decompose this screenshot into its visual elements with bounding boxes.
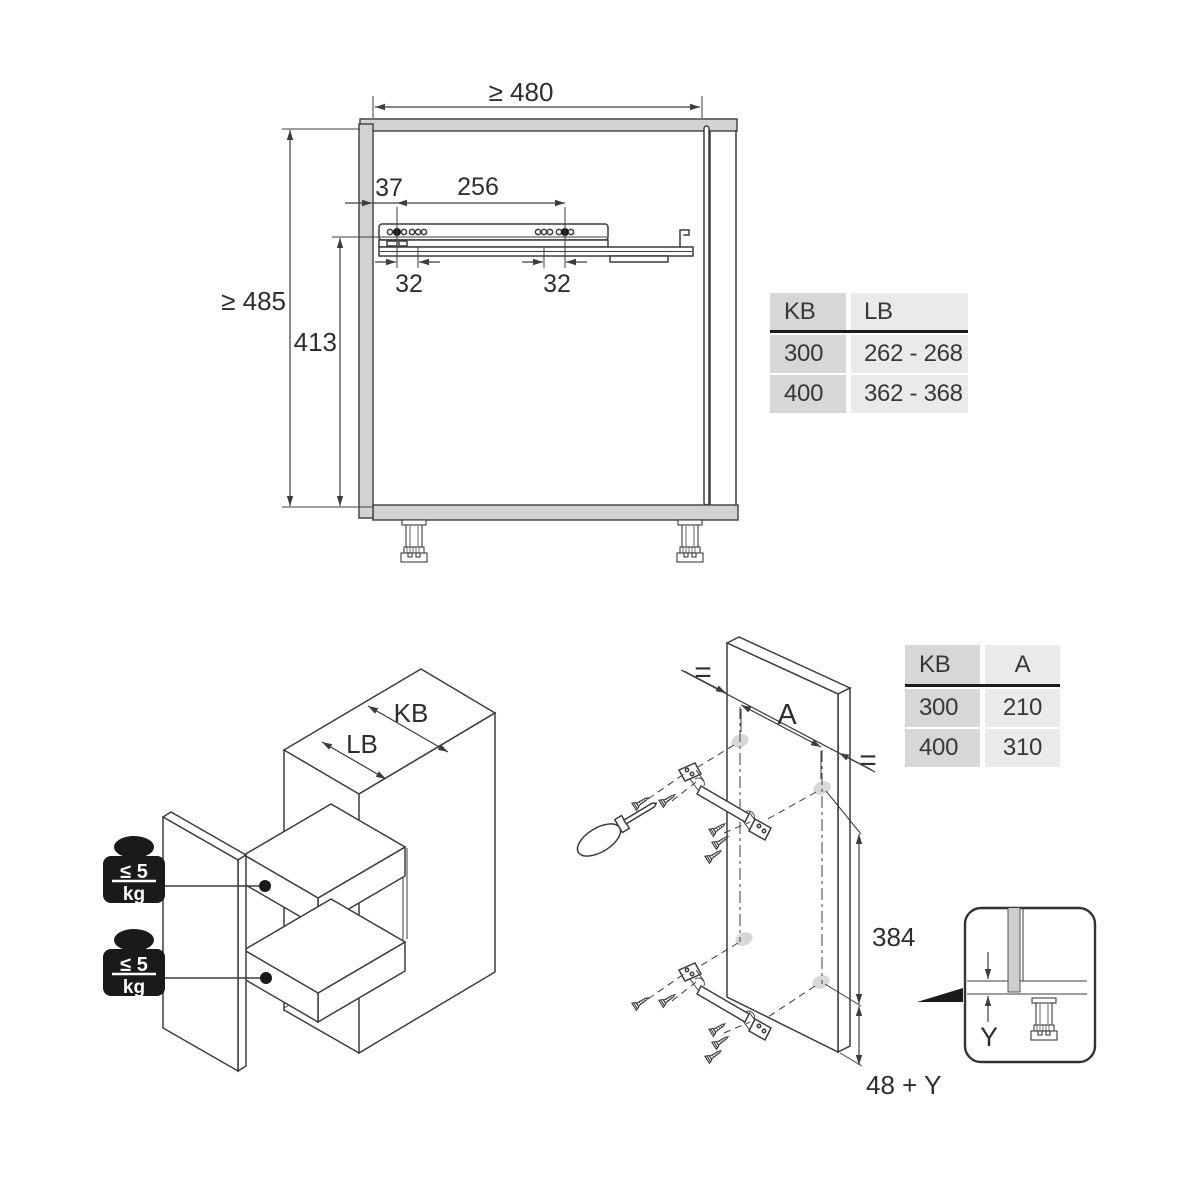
table-header-row: KB A bbox=[905, 645, 1060, 687]
runner-hook bbox=[679, 229, 690, 248]
front-panel-edge bbox=[358, 123, 374, 519]
pullout-door-3d bbox=[161, 811, 248, 1073]
leader-dot bbox=[260, 972, 272, 984]
clear-width-label: LB bbox=[346, 729, 378, 759]
foot-detail-callout: Y bbox=[917, 906, 1097, 1064]
dim-hole-pitch-left: 32 bbox=[395, 270, 423, 298]
dim-hole-pitch-right: 32 bbox=[543, 270, 571, 298]
front-panel-mounting-view: = = A 384 48 + Y bbox=[576, 636, 941, 1100]
load-limit-value: ≤ 5 bbox=[120, 861, 148, 883]
panel-dimensions: = = A 384 48 + Y bbox=[680, 656, 941, 1100]
column-header-kb: KB bbox=[905, 645, 980, 684]
dim-gap-y: Y bbox=[980, 1022, 998, 1052]
screw bbox=[708, 819, 728, 837]
dim-cabinet-width: ≥ 480 bbox=[489, 77, 554, 107]
runner-position-table: KB LB 300 262 - 268 400 362 - 368 bbox=[770, 293, 968, 413]
load-limit-unit: kg bbox=[123, 977, 145, 998]
table-row: 400 362 - 368 bbox=[770, 375, 968, 413]
dim-hole-span: 256 bbox=[457, 173, 499, 201]
a-value: 210 bbox=[985, 689, 1060, 727]
adjustable-foot-right bbox=[676, 519, 704, 563]
dim-front-offset: 37 bbox=[375, 174, 403, 202]
kb-value: 300 bbox=[905, 689, 980, 727]
dim-runner-height: 413 bbox=[294, 327, 337, 357]
screwdriver bbox=[576, 802, 658, 857]
cabinet-section-view: ≥ 480 ≥ 485 413 37 256 32 bbox=[221, 77, 739, 563]
weight-limit-icon-lower: ≤ 5 kg bbox=[103, 929, 272, 998]
leader-dot bbox=[259, 880, 271, 892]
mounting-bracket-assembly bbox=[631, 762, 772, 864]
section-dimensions: ≥ 480 ≥ 485 413 37 256 32 bbox=[221, 77, 703, 508]
load-limit-value: ≤ 5 bbox=[120, 954, 148, 976]
load-limit-unit: kg bbox=[123, 884, 145, 905]
dim-hole-distance-a: A bbox=[777, 699, 797, 731]
equal-spacing-right: = bbox=[859, 744, 877, 777]
cabinet-carcase bbox=[358, 118, 739, 521]
door-edge-detail bbox=[1007, 908, 1021, 993]
column-header-a: A bbox=[985, 645, 1060, 684]
rear-runner-profile bbox=[703, 125, 710, 506]
table-row: 400 310 bbox=[905, 729, 1060, 767]
weight-limit-icon-upper: ≤ 5 kg bbox=[103, 836, 271, 905]
dim-bottom-offset: 48 + Y bbox=[866, 1070, 941, 1100]
callout-pointer bbox=[917, 988, 963, 1002]
screw bbox=[704, 846, 724, 864]
table-row: 300 262 - 268 bbox=[770, 335, 968, 373]
equal-spacing-left: = bbox=[694, 656, 712, 689]
table-row: 300 210 bbox=[905, 689, 1060, 727]
column-header-kb: KB bbox=[770, 293, 846, 330]
a-value: 310 bbox=[985, 729, 1060, 767]
table-header-row: KB LB bbox=[770, 293, 968, 333]
drill-position-marks bbox=[697, 707, 831, 1018]
adjustable-foot-left bbox=[400, 519, 428, 563]
drawer-runner bbox=[378, 223, 694, 263]
lb-value: 262 - 268 bbox=[851, 335, 968, 373]
telescopic-rail bbox=[609, 255, 669, 263]
pullout-cabinet-3d-view: KB LB ≤ 5 kg ≤ 5 kg bbox=[103, 668, 497, 1073]
width-labels: KB LB bbox=[321, 698, 449, 780]
kb-value: 300 bbox=[770, 335, 846, 373]
dim-cabinet-height: ≥ 485 bbox=[221, 286, 286, 316]
dim-row-spacing: 384 bbox=[872, 922, 915, 952]
kb-value: 400 bbox=[905, 729, 980, 767]
lb-value: 362 - 368 bbox=[851, 375, 968, 413]
kb-value: 400 bbox=[770, 375, 846, 413]
carcase-width-label: KB bbox=[394, 698, 429, 728]
column-header-lb: LB bbox=[851, 293, 968, 330]
drilling-distance-table: KB A 300 210 400 310 bbox=[905, 645, 1060, 767]
